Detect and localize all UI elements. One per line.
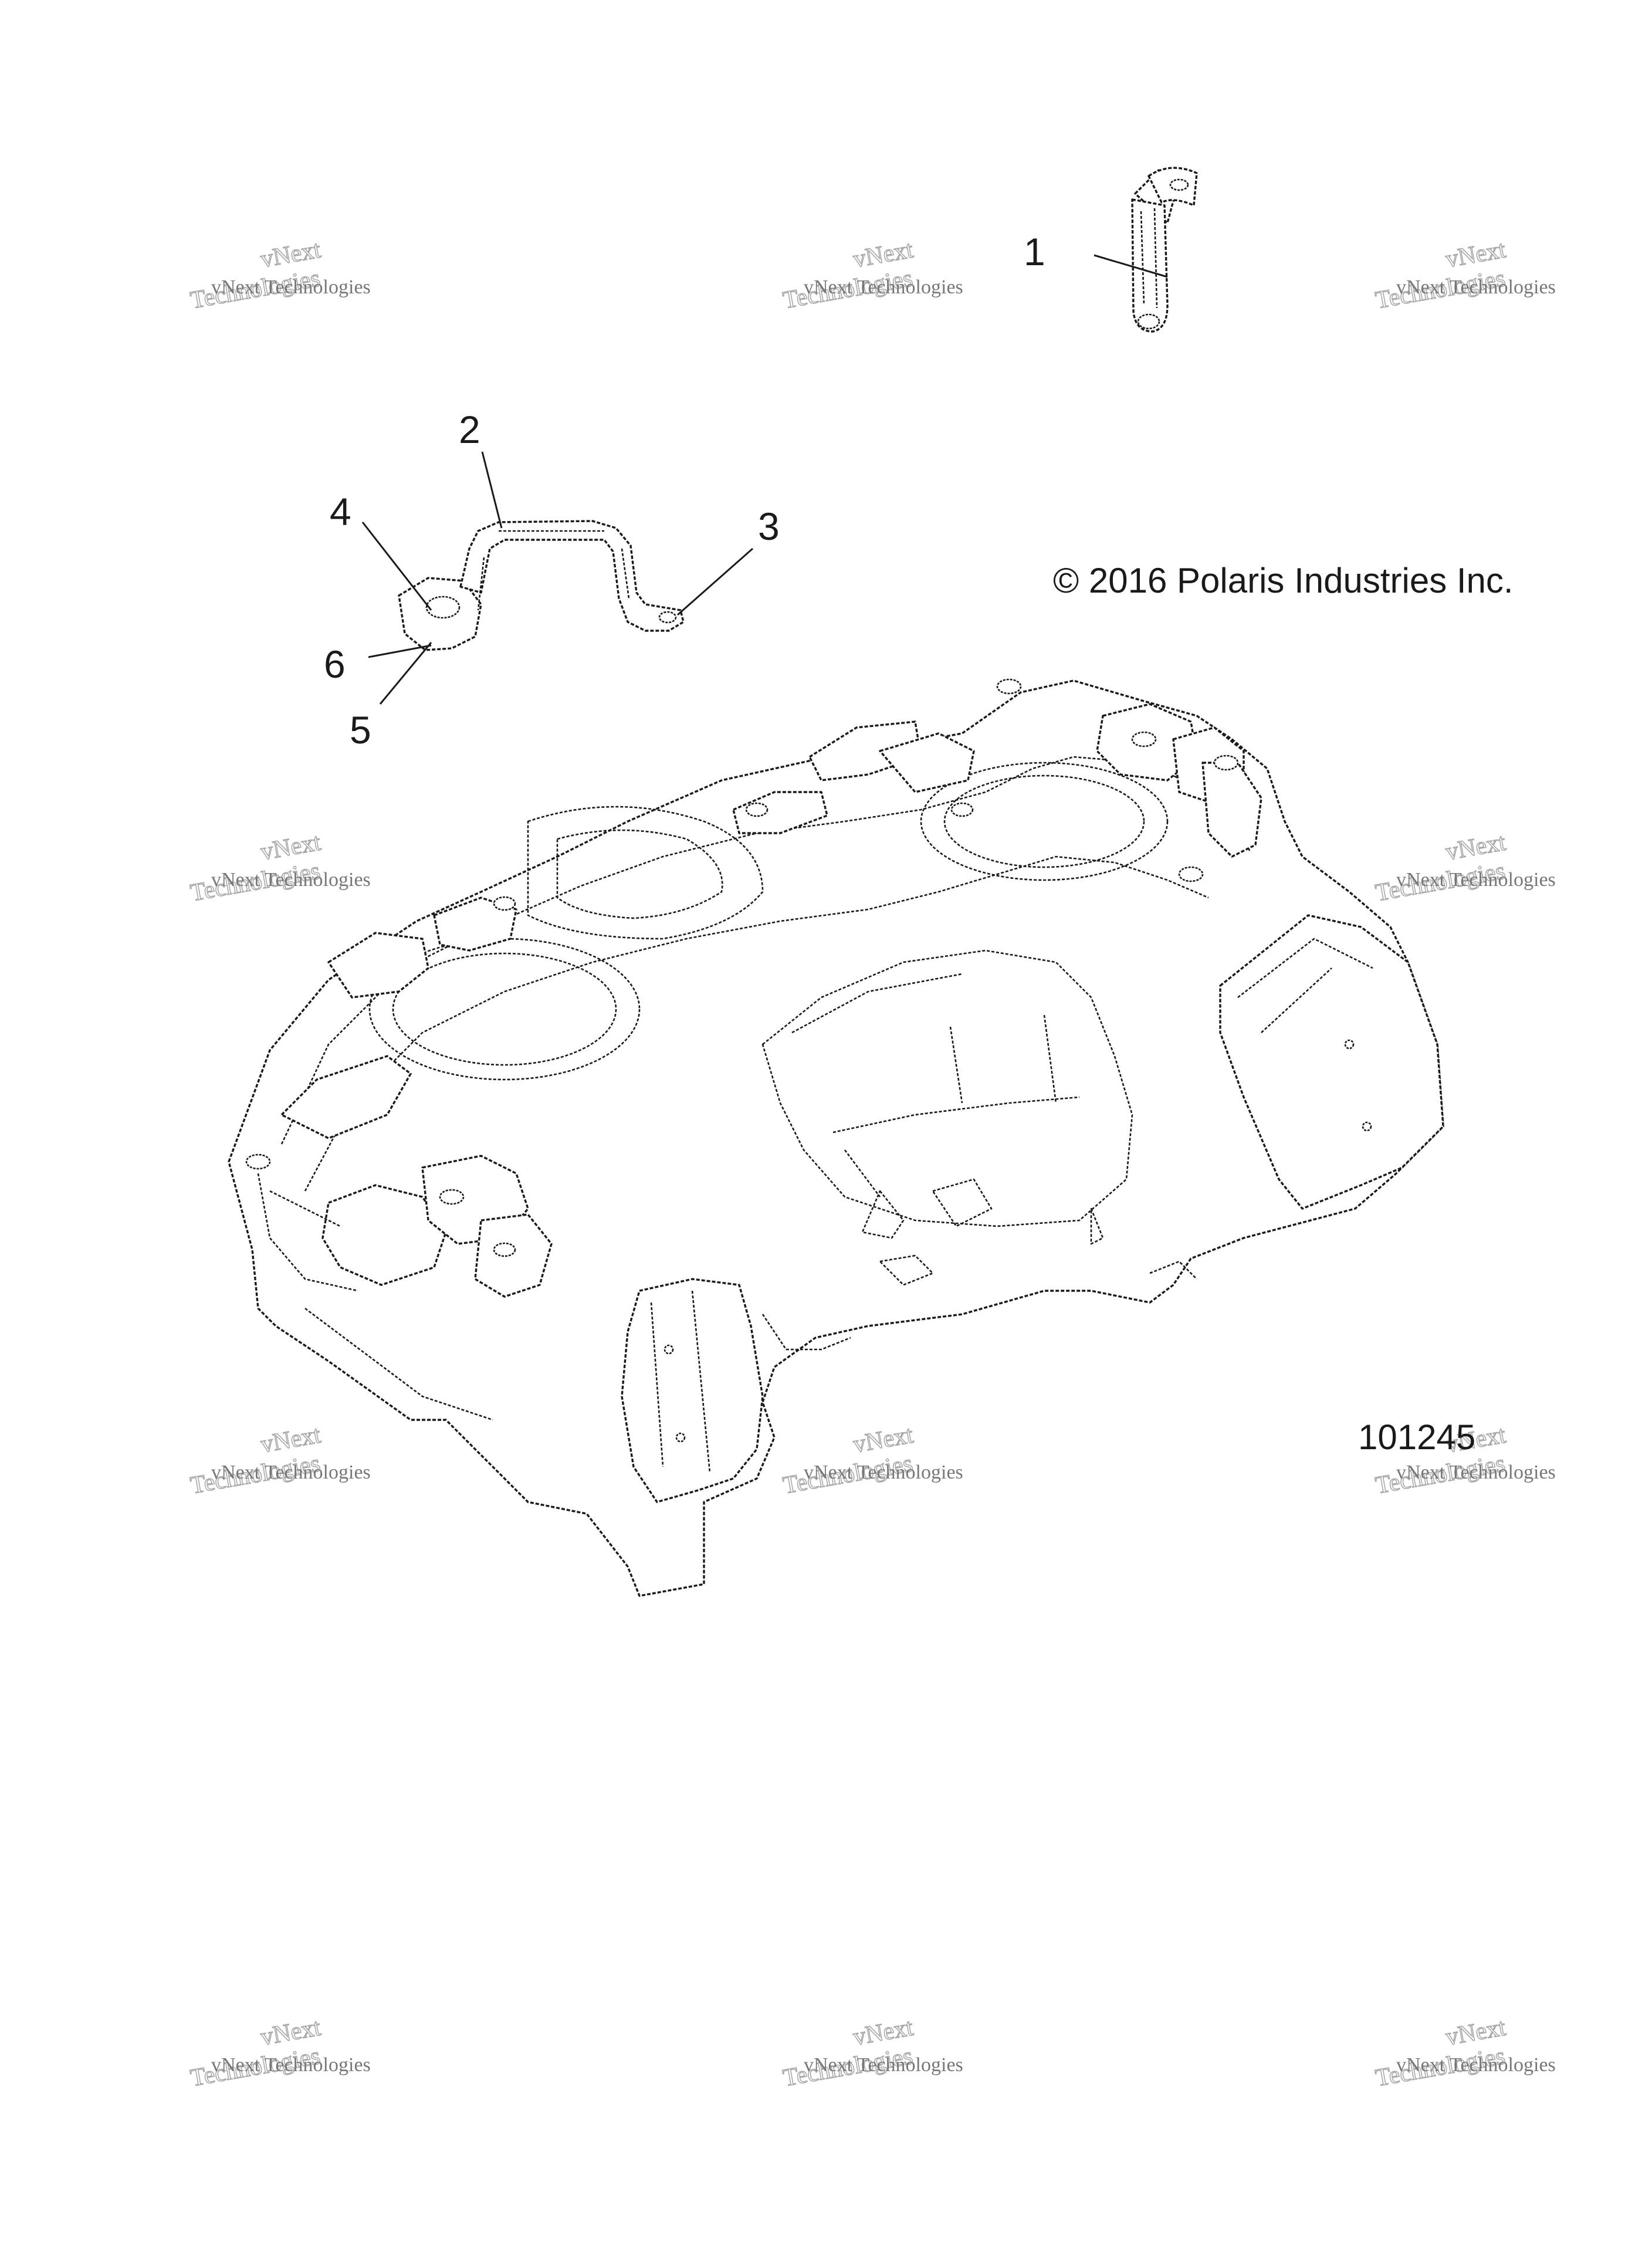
leader-line-3 (677, 547, 753, 616)
leader-line-6 (368, 644, 432, 658)
copyright-notice: © 2016 Polaris Industries Inc. (1053, 561, 1514, 600)
callout-5: 5 (350, 708, 371, 752)
watermark-text: vNext Technologies (1396, 869, 1556, 891)
watermark-text: vNext Technologies (211, 1462, 371, 1483)
leader-line-5 (379, 642, 432, 705)
rear-rack-assembly (228, 678, 1444, 1597)
watermark-text: vNext Technologies (1396, 276, 1556, 298)
watermark-text: vNext Technologies (211, 276, 371, 298)
watermark-text: vNext Technologies (804, 1462, 963, 1483)
figure-number: 101245 (1358, 1418, 1475, 1457)
leader-lines (361, 254, 1168, 705)
callout-labels: 1 2 3 4 5 6 (324, 230, 1045, 752)
watermark-text: vNext Technologies (1396, 1462, 1556, 1483)
callout-2: 2 (459, 408, 480, 451)
watermark-text: vNext Technologies (804, 276, 963, 298)
rack-handle (398, 520, 685, 651)
callout-4: 4 (330, 490, 351, 533)
leader-line-2 (481, 451, 503, 529)
watermark-text: vNext Technologies (211, 2054, 371, 2076)
callout-6: 6 (324, 642, 346, 686)
callout-1: 1 (1024, 230, 1045, 273)
watermark-text: vNext Technologies (1396, 2054, 1556, 2076)
callout-3: 3 (758, 505, 780, 548)
leader-line-4 (361, 522, 432, 611)
grab-handle-vertical (1131, 167, 1198, 333)
leader-line-1 (1094, 254, 1168, 278)
watermark-text: vNext Technologies (804, 2054, 963, 2076)
watermark-text: vNext Technologies (211, 869, 371, 891)
